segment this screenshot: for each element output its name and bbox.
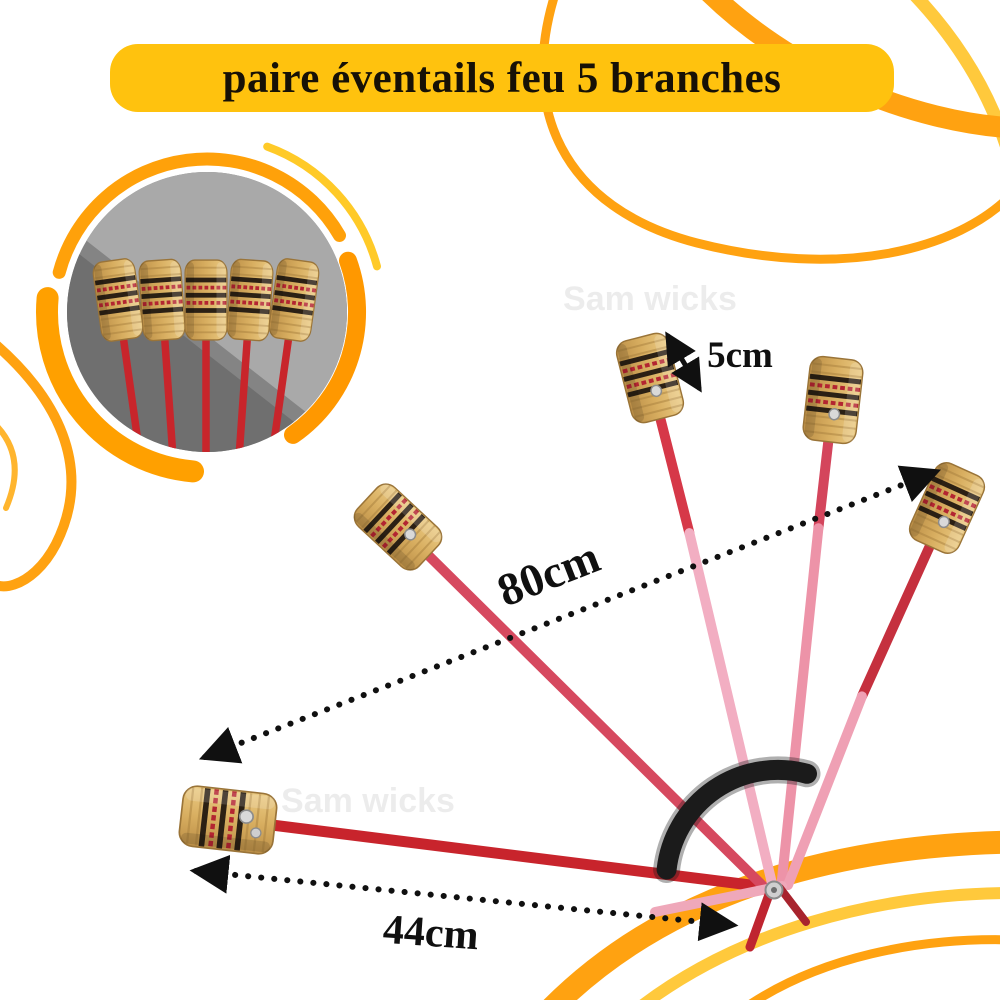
inset-photo-wick-closeup (67, 172, 347, 452)
title-banner: paire éventails feu 5 branches (110, 44, 894, 112)
fan-pivot-screw (764, 880, 784, 900)
dimension-80cm: 80cm (198, 465, 942, 764)
inset-wick-heads (92, 258, 321, 343)
inset-ring-decoration (36, 142, 381, 483)
background-swoosh-left (0, 341, 77, 592)
label-44cm: 44cm (382, 907, 481, 960)
screw-icon (238, 809, 262, 839)
dimension-44cm: 44cm (189, 854, 739, 960)
dimension-arrow-80cm (198, 465, 942, 764)
screw-icon (828, 407, 841, 421)
dimension-arrow-44cm (189, 854, 739, 942)
fan-connector-strap (653, 756, 821, 883)
watermark-text: Sam wicks (281, 782, 455, 820)
dimension-5cm: 5cm (665, 331, 773, 393)
label-80cm: 80cm (490, 531, 606, 617)
watermark-text: Sam wicks (563, 280, 737, 318)
label-5cm: 5cm (707, 335, 773, 376)
page-title: paire éventails feu 5 branches (222, 54, 782, 102)
screw-icon (650, 384, 663, 398)
dimension-arrow-5cm (665, 331, 702, 393)
background-swoosh-top-right (538, 0, 1000, 264)
